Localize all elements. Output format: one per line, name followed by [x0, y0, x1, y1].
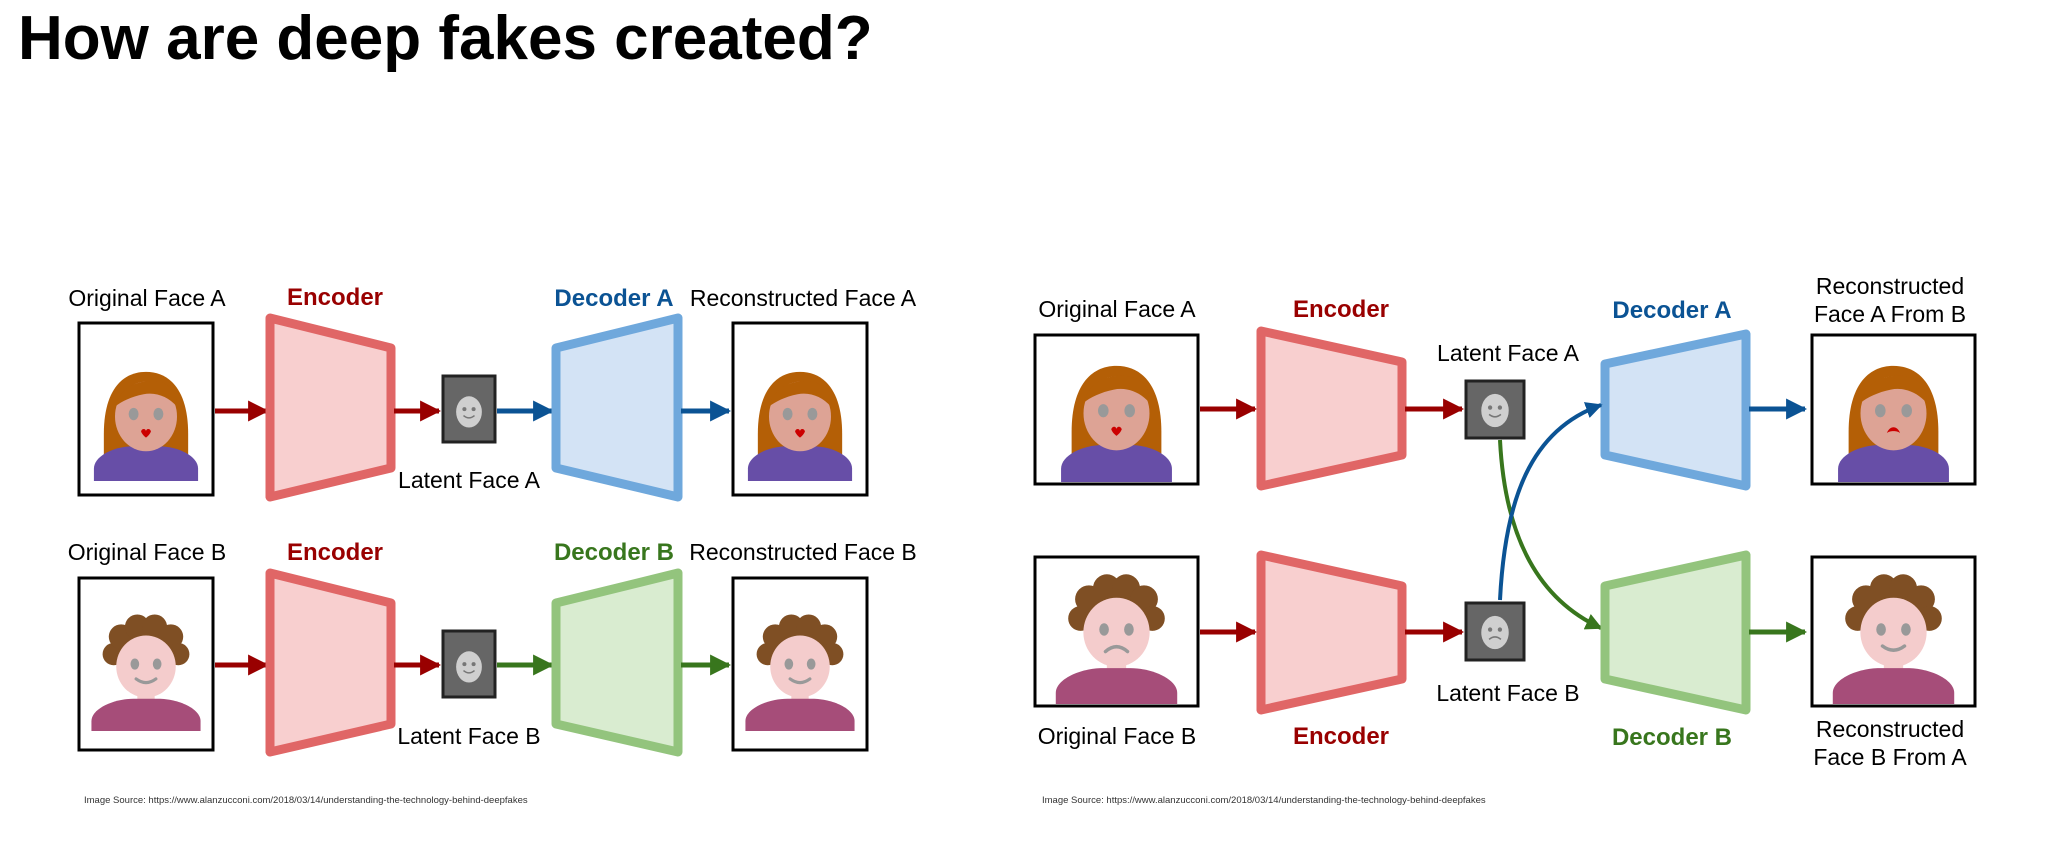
decoder-a-left — [551, 313, 683, 502]
label-decoder-b-left: Decoder B — [554, 539, 674, 566]
image-source-right: Image Source: https://www.alanzucconi.co… — [1042, 795, 1486, 806]
arrow-latent-b-to-decoder-a — [1498, 402, 1603, 601]
label-face-a-from-b: Face A From B — [1814, 301, 1966, 327]
latent-b-image — [446, 642, 492, 690]
label-reconstructed-face-b: Reconstructed Face B — [689, 539, 917, 565]
label-reconstructed-bottom: Reconstructed — [1816, 716, 1964, 742]
image-source-left: Image Source: https://www.alanzucconi.co… — [84, 795, 528, 806]
label-original-face-b-right: Original Face B — [1038, 723, 1197, 749]
latent-a-right-image — [1470, 385, 1520, 434]
label-encoder-a: Encoder — [287, 284, 383, 311]
encoder-a-right — [1256, 326, 1407, 491]
label-original-face-a: Original Face A — [68, 285, 226, 311]
label-reconstructed-top: Reconstructed — [1816, 273, 1964, 299]
label-latent-face-b-right: Latent Face B — [1436, 680, 1579, 706]
decoder-a-right — [1600, 329, 1751, 491]
encoder-b — [265, 568, 396, 757]
latent-b-right-image — [1470, 607, 1520, 656]
page-title: How are deep fakes created? — [18, 4, 873, 73]
label-encoder-a-right: Encoder — [1293, 296, 1389, 323]
label-latent-face-b-left: Latent Face B — [397, 723, 540, 749]
label-encoder-b-right: Encoder — [1293, 723, 1389, 750]
label-original-face-b: Original Face B — [68, 539, 227, 565]
label-original-face-a-right: Original Face A — [1038, 296, 1196, 322]
label-decoder-a-right: Decoder A — [1612, 297, 1731, 324]
latent-a-image — [446, 387, 492, 435]
decoder-b-right — [1600, 550, 1751, 715]
decoder-b-left — [551, 568, 683, 757]
arrow-latent-a-to-decoder-b — [1498, 439, 1603, 630]
label-latent-face-a-left: Latent Face A — [398, 467, 541, 493]
encoder-a — [265, 313, 396, 502]
label-decoder-b-right: Decoder B — [1612, 724, 1732, 751]
label-reconstructed-face-a: Reconstructed Face A — [690, 285, 917, 311]
label-face-b-from-a: Face B From A — [1813, 744, 1967, 770]
label-latent-face-a-right: Latent Face A — [1437, 340, 1580, 366]
label-decoder-a-left: Decoder A — [554, 285, 673, 312]
label-encoder-b: Encoder — [287, 539, 383, 566]
encoder-b-right — [1256, 550, 1407, 715]
